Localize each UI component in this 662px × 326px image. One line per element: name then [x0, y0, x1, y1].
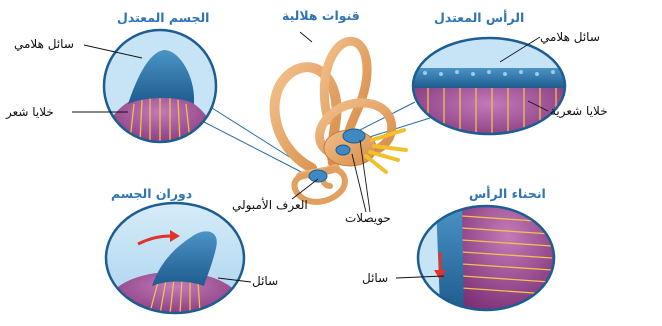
- body-upright-circle: [104, 30, 216, 150]
- body-rotation-circle: [106, 203, 244, 320]
- label-vesicles: حويصلات: [345, 212, 391, 224]
- label-hair-cells-right: خلايا شعرية: [550, 105, 608, 117]
- title-body-upright: الجسم المعتدل: [117, 12, 209, 25]
- head-upright-circle: [410, 38, 570, 146]
- label-gel-right: سائل هلامي: [540, 31, 600, 43]
- label-hair-cells-left: خلايا شعر: [6, 106, 54, 118]
- title-head-tilt: انحناء الرأس: [469, 188, 546, 201]
- label-gel-left: سائل هلامي: [14, 38, 74, 50]
- vesicle-utricle: [343, 129, 365, 143]
- label-ampulla: العرف الأمبولي: [232, 199, 308, 211]
- label-fluid-right: سائل: [362, 272, 388, 284]
- title-semicircular-canals: قنوات هلالية: [282, 10, 360, 23]
- ampulla-marker: [309, 170, 327, 182]
- vesicle-saccule: [336, 145, 350, 155]
- title-head-upright: الرأس المعتدل: [434, 12, 524, 25]
- title-body-rotation: دوران الجسم: [111, 188, 192, 201]
- label-fluid-left: سائل: [252, 275, 278, 287]
- inner-ear-illustration: [275, 41, 406, 202]
- head-tilt-circle: [418, 200, 558, 320]
